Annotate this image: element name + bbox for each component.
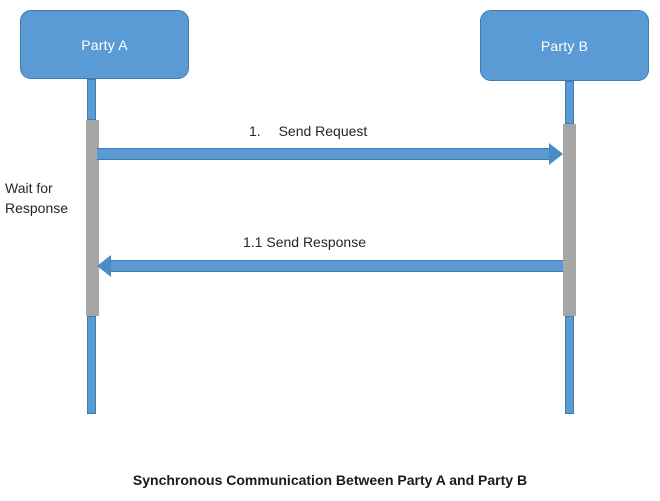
- arrow-shaft-send-response: [110, 260, 563, 272]
- lifeline-party-b-upper: [565, 81, 574, 124]
- activation-bar-party-b: [563, 124, 576, 316]
- lifeline-party-a-upper: [87, 79, 96, 120]
- activation-bar-party-a: [86, 120, 99, 316]
- message-arrow-send-response[interactable]: [97, 255, 563, 277]
- lifeline-party-b-lower: [565, 316, 574, 414]
- message-label-send-request: 1. Send Request: [249, 123, 368, 139]
- note-wait-for-response: Wait for Response: [5, 178, 83, 218]
- arrowhead-right-icon: [549, 143, 563, 165]
- message-arrow-send-request[interactable]: [97, 143, 563, 165]
- arrowhead-left-icon: [97, 255, 111, 277]
- note-line-2: Response: [5, 200, 69, 216]
- participant-label-party-b: Party B: [540, 37, 589, 54]
- participant-box-party-a[interactable]: Party A: [20, 10, 189, 79]
- message-label-send-response: 1.1 Send Response: [243, 234, 366, 250]
- lifeline-party-a-lower: [87, 316, 96, 414]
- participant-label-party-a: Party A: [81, 36, 128, 53]
- participant-box-party-b[interactable]: Party B: [480, 10, 649, 81]
- diagram-caption: Synchronous Communication Between Party …: [132, 472, 528, 488]
- note-line-1: Wait for: [5, 180, 53, 196]
- arrow-shaft-send-request: [97, 148, 550, 160]
